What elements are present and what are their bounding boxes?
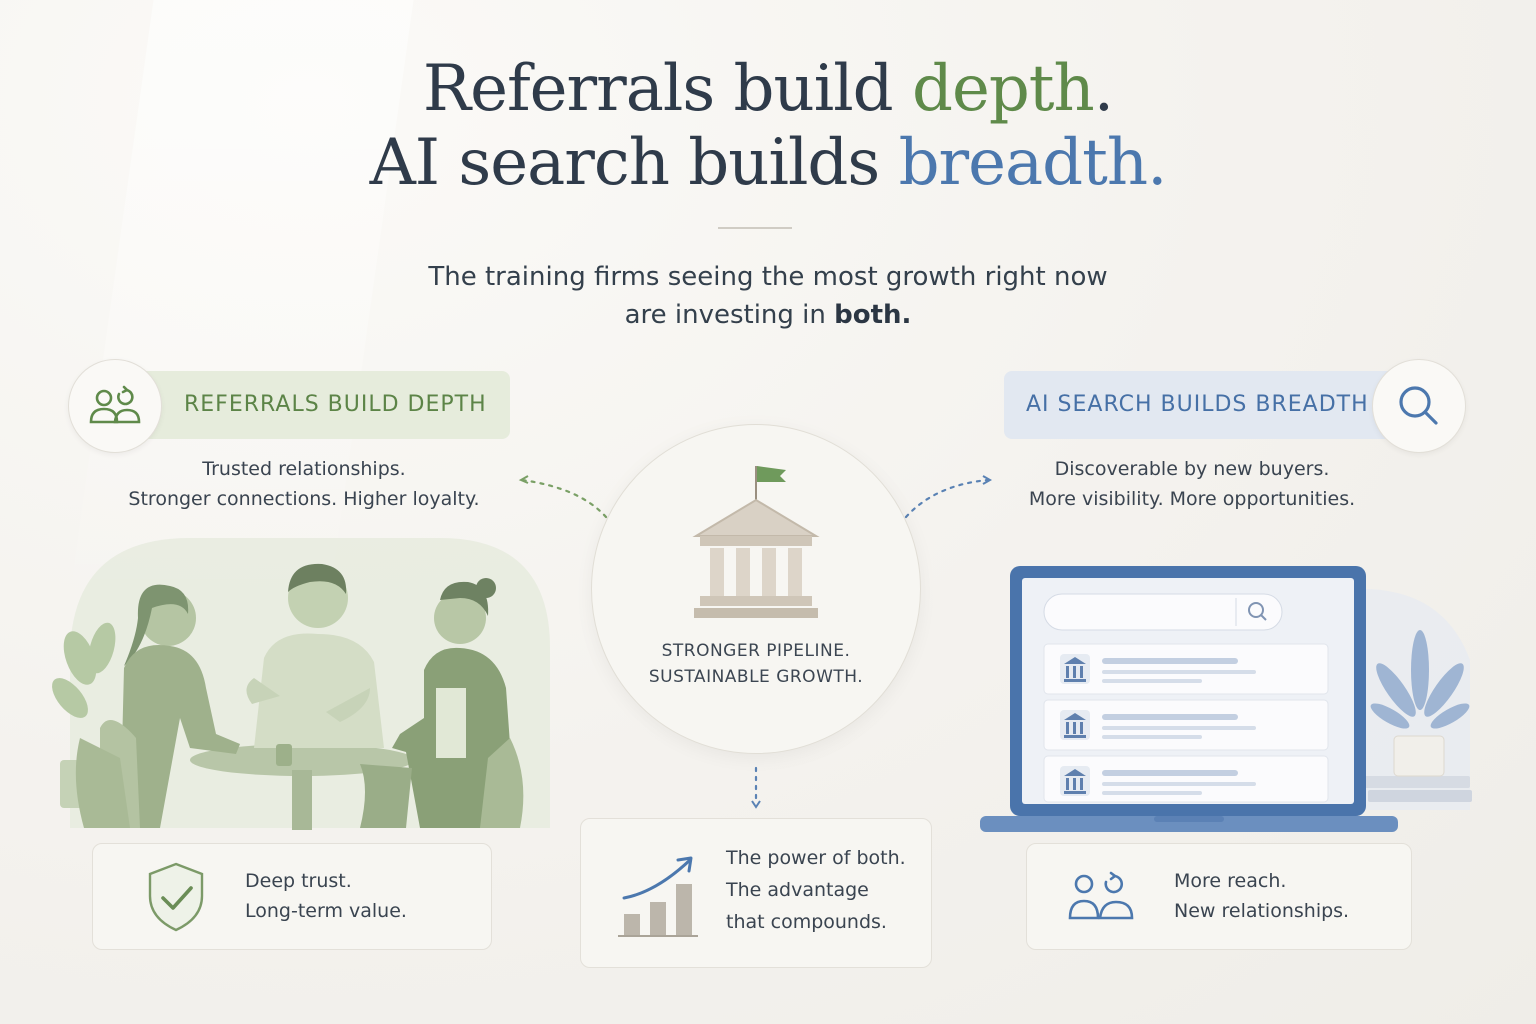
- ai-search-pill-label: AI SEARCH BUILDS BREADTH: [1026, 392, 1369, 417]
- connector-left: [520, 478, 608, 519]
- divider: [718, 227, 792, 229]
- search-icon: [1399, 386, 1438, 425]
- ai-search-description: Discoverable by new buyers. More visibil…: [1028, 458, 1356, 510]
- connector-right: [904, 478, 990, 519]
- power-of-both-text: The power of both. The advantage that co…: [726, 847, 906, 933]
- laptop-illustration: [980, 566, 1472, 832]
- people-refresh-icon: [89, 385, 141, 424]
- more-reach-text: More reach. New relationships.: [1174, 870, 1350, 922]
- referrals-description: Trusted relationships. Stronger connecti…: [128, 458, 480, 510]
- meeting-illustration: [52, 538, 550, 830]
- referrals-pill-label: REFERRALS BUILD DEPTH: [184, 392, 487, 417]
- shield-check-icon: [148, 862, 204, 932]
- people-refresh-icon: [1068, 871, 1134, 920]
- headline-accent-depth: depth: [911, 52, 1095, 126]
- referrals-pill: [108, 371, 510, 439]
- center-statement: STRONGER PIPELINE. SUSTAINABLE GROWTH.: [648, 641, 864, 687]
- headline-accent-breadth: breadth: [898, 126, 1148, 200]
- bank-building-icon: [692, 466, 820, 618]
- ai-search-badge: [1372, 359, 1466, 453]
- referrals-badge: [68, 359, 162, 453]
- headline-line-2: AI search builds breadth.: [369, 126, 1168, 200]
- headline-line-1: Referrals build depth.: [422, 52, 1114, 126]
- growth-chart-icon: [618, 856, 698, 937]
- more-reach-card: [1026, 843, 1412, 950]
- ai-search-pill: [1004, 371, 1406, 439]
- deep-trust-text: Deep trust. Long-term value.: [245, 870, 407, 922]
- headline: Referrals build depth. AI search builds …: [0, 52, 1536, 200]
- subtitle: The training firms seeing the most growt…: [428, 262, 1108, 330]
- subtitle-bold: both.: [834, 300, 912, 330]
